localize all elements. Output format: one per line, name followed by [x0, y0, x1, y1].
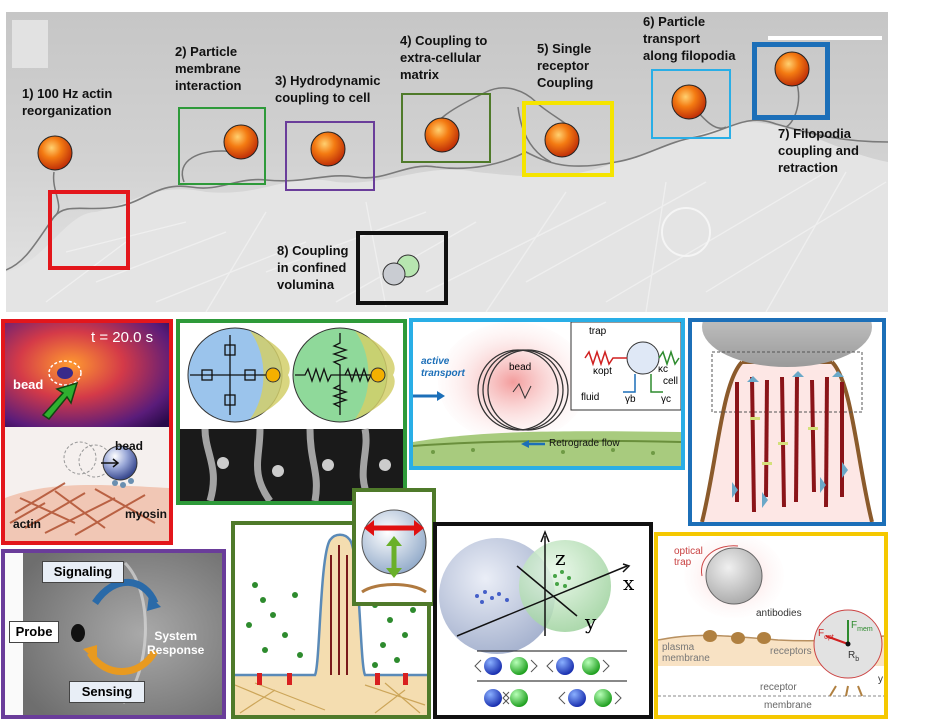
kopt-label: κopt	[593, 366, 612, 377]
label-8: 8) Coupling in confined volumina	[277, 242, 349, 293]
bead-5	[545, 123, 579, 157]
label-5: 5) Single receptor Coupling	[537, 40, 593, 91]
bead-3	[311, 132, 345, 166]
gb-label: γb	[625, 394, 636, 405]
confined-diagram	[437, 526, 649, 715]
fmem-label: Fmem	[851, 620, 873, 633]
fmem-sub: mem	[857, 626, 873, 633]
panel-green-membrane	[176, 319, 407, 505]
retrograde-flow-label: Retrograde flow	[549, 438, 620, 449]
bead-2	[224, 125, 258, 159]
fopt-sub: opt	[824, 634, 834, 641]
receptors-label: receptors	[770, 646, 812, 657]
fluid-label: fluid	[581, 392, 599, 403]
panel-yellow-receptor: optical trap antibodies plasma membrane …	[654, 532, 888, 719]
cell-label: cell	[663, 376, 678, 387]
label-1: 1) 100 Hz actin reorganization	[22, 85, 112, 119]
panel-black-confined: z x y	[433, 522, 653, 719]
bead-6	[672, 85, 706, 119]
panel-lightblue-transport: active transport bead trap κopt κc cell …	[409, 318, 685, 470]
trap-label: trap	[589, 326, 606, 337]
label-6: 6) Particle transport along filopodia	[643, 13, 735, 64]
system-response-label: System Response	[147, 629, 204, 657]
label-4: 4) Coupling to extra-cellular matrix	[400, 32, 487, 83]
receptor-label: receptor	[760, 682, 797, 693]
probe-label: Probe	[9, 621, 59, 643]
sensing-label: Sensing	[69, 681, 145, 703]
inset-trap-panel	[352, 488, 436, 606]
x-axis-label: x	[623, 571, 634, 595]
panel-blue-filopodia	[688, 318, 886, 526]
bead-label-top: bead	[13, 377, 43, 392]
time-label: t = 20.0 s	[91, 329, 153, 346]
gc-label: γc	[661, 394, 671, 405]
bead-label: bead	[509, 362, 531, 373]
actin-label: actin	[13, 517, 41, 531]
bead-7	[775, 52, 809, 86]
bead-1	[38, 136, 72, 170]
trap-inset	[356, 492, 432, 602]
y-label: y	[878, 674, 883, 685]
signaling-label: Signaling	[42, 561, 124, 583]
kc-label: κc	[658, 364, 668, 375]
rb-label: Rb	[848, 650, 859, 663]
transport-diagram	[413, 322, 681, 466]
active-transport-label: active transport	[421, 356, 465, 380]
panel-purple-signaling: Signaling Probe System Response Sensing	[1, 549, 226, 719]
y-axis-label: y	[585, 610, 596, 634]
label-7: 7) Filopodia coupling and retraction	[778, 125, 859, 176]
antibodies-label: antibodies	[756, 608, 802, 619]
filopodia-diagram	[692, 322, 882, 522]
panel-red-actin: t = 20.0 s bead bead actin myosin	[1, 319, 173, 545]
bead-8b	[383, 263, 405, 285]
bead-label-bottom: bead	[115, 439, 143, 453]
z-axis-label: z	[555, 546, 566, 570]
membrane-label: membrane	[764, 700, 812, 711]
label-3: 3) Hydrodynamic coupling to cell	[275, 72, 380, 106]
rb-sub: b	[855, 656, 859, 663]
optical-trap-label: optical trap	[674, 546, 703, 568]
myosin-label: myosin	[125, 507, 167, 521]
membrane-models	[180, 323, 403, 501]
plasma-membrane-label: plasma membrane	[662, 642, 710, 664]
bead-4	[425, 118, 459, 152]
fopt-label: Fopt	[818, 628, 834, 641]
label-2: 2) Particle membrane interaction	[175, 43, 241, 94]
